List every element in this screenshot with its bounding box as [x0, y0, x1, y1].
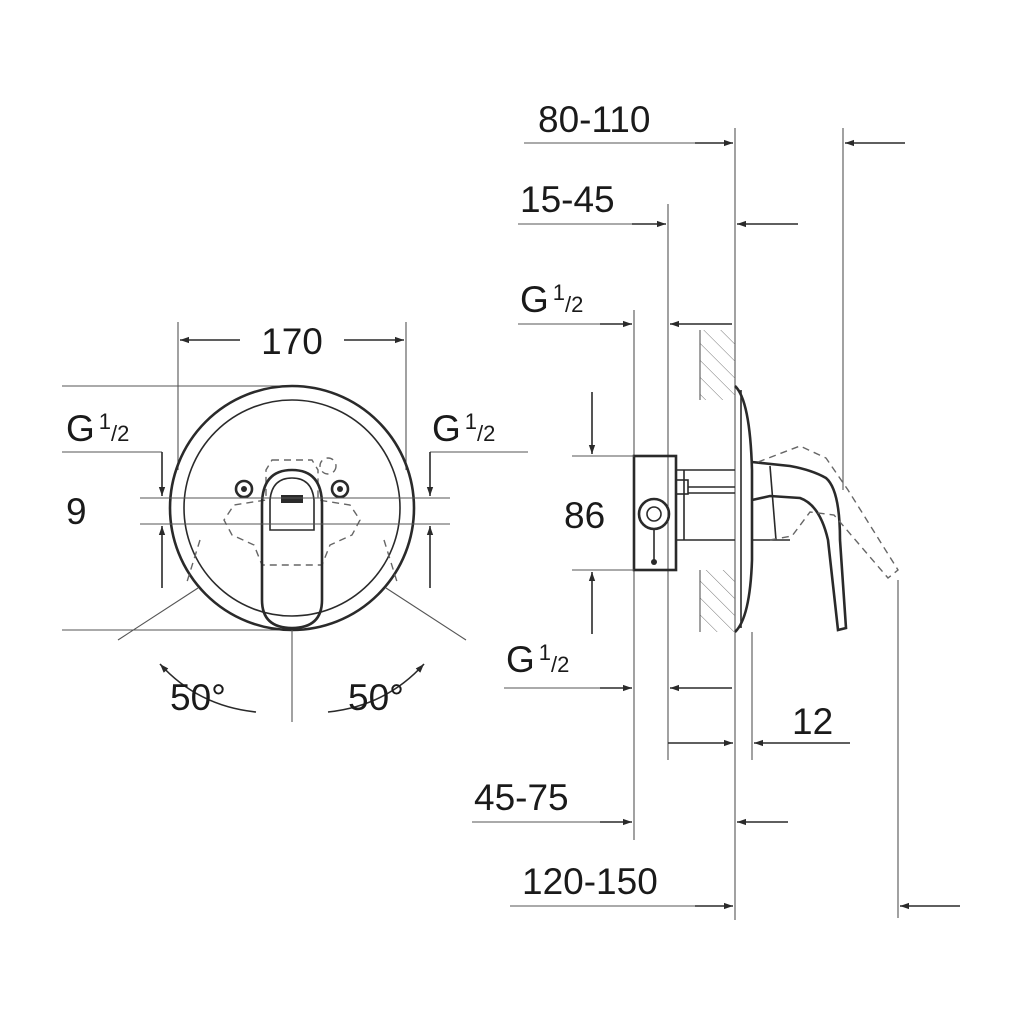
dim-15-45-label: 15-45	[520, 179, 615, 220]
dim-80-110-label: 80-110	[538, 99, 650, 140]
wall-hatch-top	[700, 330, 735, 400]
inlet-port-inner	[646, 506, 662, 522]
cartridge-shaft	[688, 486, 735, 494]
valve-body	[632, 454, 678, 572]
lever-handle	[260, 468, 324, 630]
lever-base	[769, 465, 777, 541]
angle-line-left	[117, 587, 199, 641]
angle-arc-left	[159, 663, 257, 713]
wall-hatch-bottom	[700, 570, 735, 632]
height-label: 86	[564, 495, 605, 536]
escutcheon-inner-ring	[183, 399, 401, 617]
dim-45-75-label: 45-75	[474, 777, 569, 818]
hidden-screw	[319, 457, 337, 475]
screw-right-center	[337, 486, 343, 492]
valve-stem-end	[651, 559, 657, 565]
valve-sleeve	[676, 469, 735, 541]
inlet-port-icon	[637, 497, 671, 531]
escutcheon-plate	[734, 385, 754, 633]
dim-12-label: 12	[792, 701, 833, 742]
hidden-outline	[185, 539, 399, 586]
escutcheon-outer-ring	[168, 384, 416, 632]
lever-cap	[269, 477, 315, 531]
offset-label: 9	[66, 491, 87, 532]
lever-logo-icon	[281, 495, 303, 503]
screw-left-center	[241, 486, 247, 492]
angle-left-label: 50°	[170, 677, 226, 718]
dim-120-150-label: 120-150	[522, 861, 658, 902]
lever-open-ghost	[757, 445, 899, 579]
hidden-valve-body	[223, 459, 361, 566]
width-label: 170	[261, 321, 323, 362]
screw-right-icon	[330, 479, 350, 499]
valve-clip	[675, 479, 689, 495]
angle-arc-right	[327, 663, 425, 713]
angle-line-right	[385, 587, 467, 641]
screw-left-icon	[234, 479, 254, 499]
lever-closed	[751, 460, 848, 632]
angle-right-label: 50°	[348, 677, 404, 718]
